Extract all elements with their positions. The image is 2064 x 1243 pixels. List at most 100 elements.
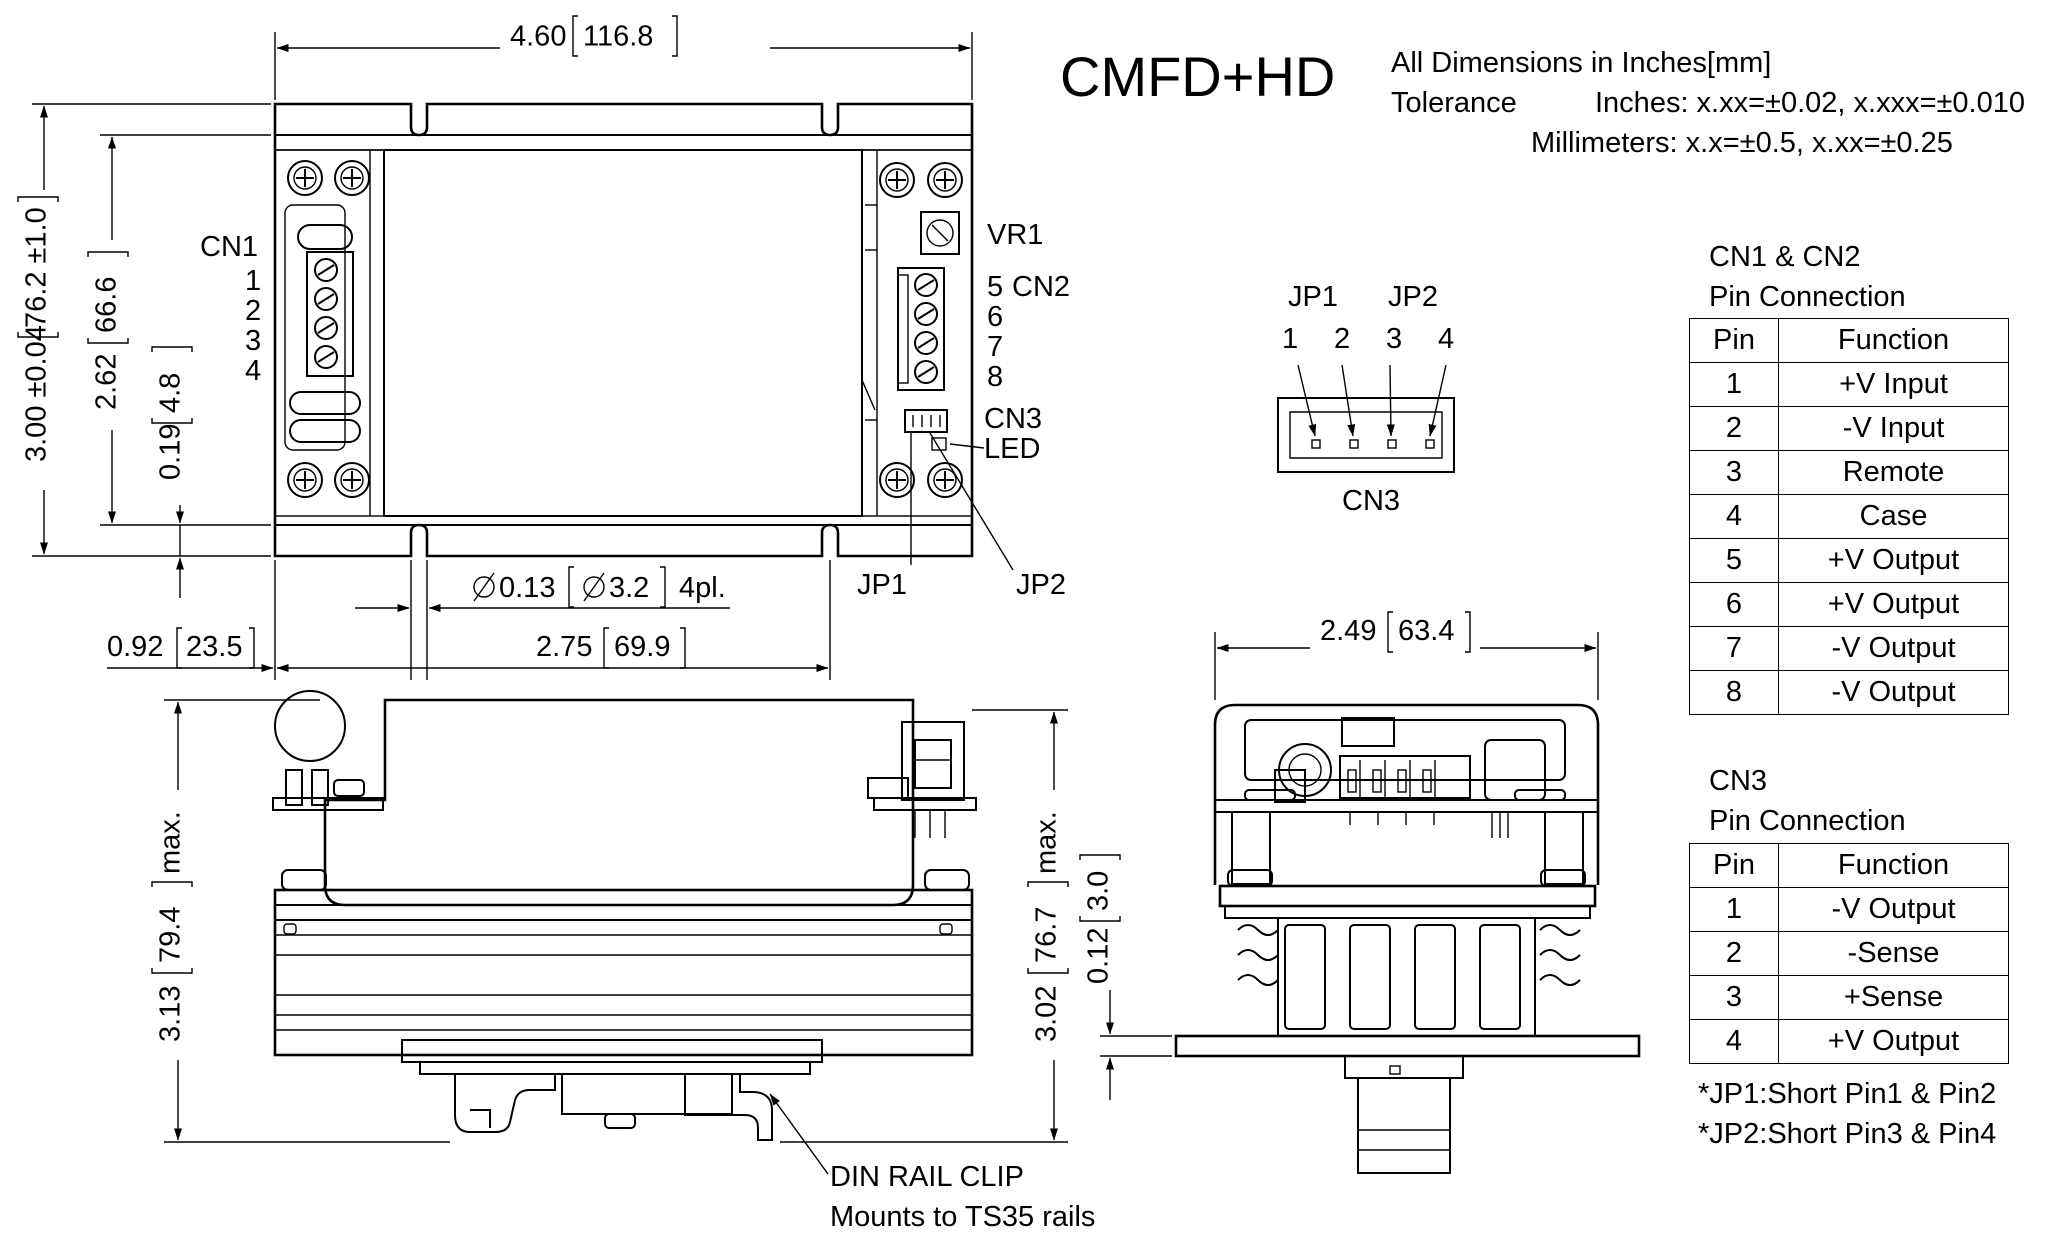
- vr1-label: VR1: [987, 219, 1043, 251]
- jp2-label: JP2: [1016, 569, 1066, 601]
- jumper-note: *JP1:Short Pin1 & Pin2: [1698, 1078, 1997, 1110]
- top-view: 4.60 116.8 3.00 ±0.04 76.2 ±1.0 2.62 66.…: [17, 15, 1070, 680]
- table-cell: -V Output: [1778, 626, 2009, 671]
- table-row: 1+V Input: [1689, 362, 2009, 407]
- dim-offset-mm: 4.8: [155, 373, 187, 413]
- dim-end-width-mm: 63.4: [1398, 615, 1454, 647]
- table-cell: Remote: [1778, 450, 2009, 495]
- dim-side-height-mm: 79.4: [155, 907, 187, 963]
- table-cell: 3: [1689, 975, 1779, 1020]
- table-header-cell: Function: [1778, 318, 2009, 363]
- vent-slot: [289, 419, 361, 443]
- table-row: 3+Sense: [1689, 975, 2009, 1020]
- dim-left-offset-in: 0.92: [107, 631, 163, 663]
- pin-number: 1: [1282, 323, 1298, 355]
- table-header-cell: Pin: [1689, 318, 1779, 363]
- dim-body-max: max.: [1031, 811, 1063, 874]
- side-view: DIN RAIL CLIP Mounts to TS35 rails 3.13 …: [151, 690, 1095, 1233]
- table-cell: 3: [1689, 450, 1779, 495]
- dim-hole-in: 0.13: [499, 572, 555, 604]
- cn3-table-subtitle: Pin Connection: [1709, 805, 1906, 837]
- dim-hole-count: 4pl.: [679, 572, 726, 604]
- dim-pitch-in: 2.75: [536, 631, 592, 663]
- table-cell: +Sense: [1778, 975, 2009, 1020]
- table-row: 7-V Output: [1689, 626, 2009, 671]
- table-cell: -V Input: [1778, 406, 2009, 451]
- tolerance-mm: Millimeters: x.x=±0.5, x.xx=±0.25: [1531, 127, 1953, 159]
- cn2-pin-label: 7: [987, 331, 1003, 363]
- dim-hole-mm: 3.2: [609, 572, 649, 604]
- cn3-pin-table: Pin Function 1-V Output 2-Sense 3+Sense …: [1689, 843, 2009, 1064]
- dim-side-max: max.: [155, 811, 187, 874]
- table-cell: -V Output: [1778, 887, 2009, 932]
- cn2-pin-label: 5: [987, 271, 1003, 303]
- table-cell: +V Output: [1778, 1019, 2009, 1064]
- cn3-table-title: CN3: [1709, 765, 1767, 797]
- dim-inner-height-in: 2.62: [91, 354, 123, 410]
- dim-left-offset-mm: 23.5: [186, 631, 242, 663]
- table-cell: -Sense: [1778, 931, 2009, 976]
- tolerance-inches: Inches: x.xx=±0.02, x.xxx=±0.010: [1595, 87, 2025, 119]
- table-cell: 4: [1689, 494, 1779, 539]
- hole-callout: 0.13 3.2 4pl.: [473, 566, 726, 608]
- table-row: 5+V Output: [1689, 538, 2009, 583]
- tolerance-label: Tolerance: [1391, 87, 1517, 119]
- table-header-cell: Pin: [1689, 843, 1779, 888]
- table-cell: -V Output: [1778, 670, 2009, 715]
- dim-flange-mm: 3.0: [1083, 871, 1115, 911]
- table-cell: +V Output: [1778, 538, 2009, 583]
- table-cell: 4: [1689, 1019, 1779, 1064]
- cn1-terminal-block: [306, 251, 354, 377]
- dimension-units-note: All Dimensions in Inches[mm]: [1391, 47, 1771, 79]
- table-cell: 1: [1689, 887, 1779, 932]
- cn3-label: CN3: [984, 403, 1042, 435]
- pin-number: 2: [1334, 323, 1350, 355]
- table-row: 6+V Output: [1689, 582, 2009, 627]
- dim-pitch-mm: 69.9: [614, 631, 670, 663]
- dim-body-height-in: 3.02: [1031, 986, 1063, 1042]
- table-cell: 8: [1689, 670, 1779, 715]
- cn3-detail-label: CN3: [1342, 485, 1400, 517]
- table-cell: 5: [1689, 538, 1779, 583]
- dim-width-in: 4.60: [510, 21, 566, 53]
- table-row: 2-Sense: [1689, 931, 2009, 976]
- model-title: CMFD+HD: [1060, 45, 1335, 108]
- fuse-icon: [297, 224, 353, 250]
- screw-icon: [927, 462, 963, 498]
- screw-icon: [334, 462, 370, 498]
- table-cell: +V Output: [1778, 582, 2009, 627]
- table-cell: 1: [1689, 362, 1779, 407]
- cn2-pin-label: 6: [987, 301, 1003, 333]
- dim-offset-in: 0.19: [155, 424, 187, 480]
- table-cell: 2: [1689, 406, 1779, 451]
- cn2-label: CN2: [1012, 271, 1070, 303]
- jumper-note: *JP2:Short Pin3 & Pin4: [1698, 1118, 1997, 1150]
- cn1-pin-label: 3: [245, 325, 261, 357]
- table-cell: Case: [1778, 494, 2009, 539]
- screw-icon: [879, 162, 915, 198]
- screw-icon: [927, 162, 963, 198]
- table-row: 2-V Input: [1689, 406, 2009, 451]
- dim-flange-in: 0.12: [1083, 928, 1115, 984]
- jp1-label: JP1: [857, 569, 907, 601]
- cn12-table-title: CN1 & CN2: [1709, 241, 1861, 273]
- table-row: 1-V Output: [1689, 887, 2009, 932]
- led-label: LED: [984, 433, 1040, 465]
- vr1-potentiometer: [920, 211, 960, 255]
- cn1-label: CN1: [200, 231, 258, 263]
- screw-icon: [879, 462, 915, 498]
- cn1-pin-label: 2: [245, 295, 261, 327]
- led-indicator: [931, 437, 947, 451]
- dim-side-height-in: 3.13: [155, 986, 187, 1042]
- table-row: 4+V Output: [1689, 1019, 2009, 1064]
- pin-number: 3: [1386, 323, 1402, 355]
- cn3-connector-detail: JP1 JP2 1 2 3 4 CN3: [1277, 281, 1455, 517]
- cn12-table-subtitle: Pin Connection: [1709, 281, 1906, 313]
- dim-body-height-mm: 76.7: [1031, 907, 1063, 963]
- cn1-pin-label: 4: [245, 355, 261, 387]
- pin-number: 4: [1438, 323, 1454, 355]
- vent-slot: [289, 391, 361, 415]
- table-header-row: Pin Function: [1689, 318, 2009, 363]
